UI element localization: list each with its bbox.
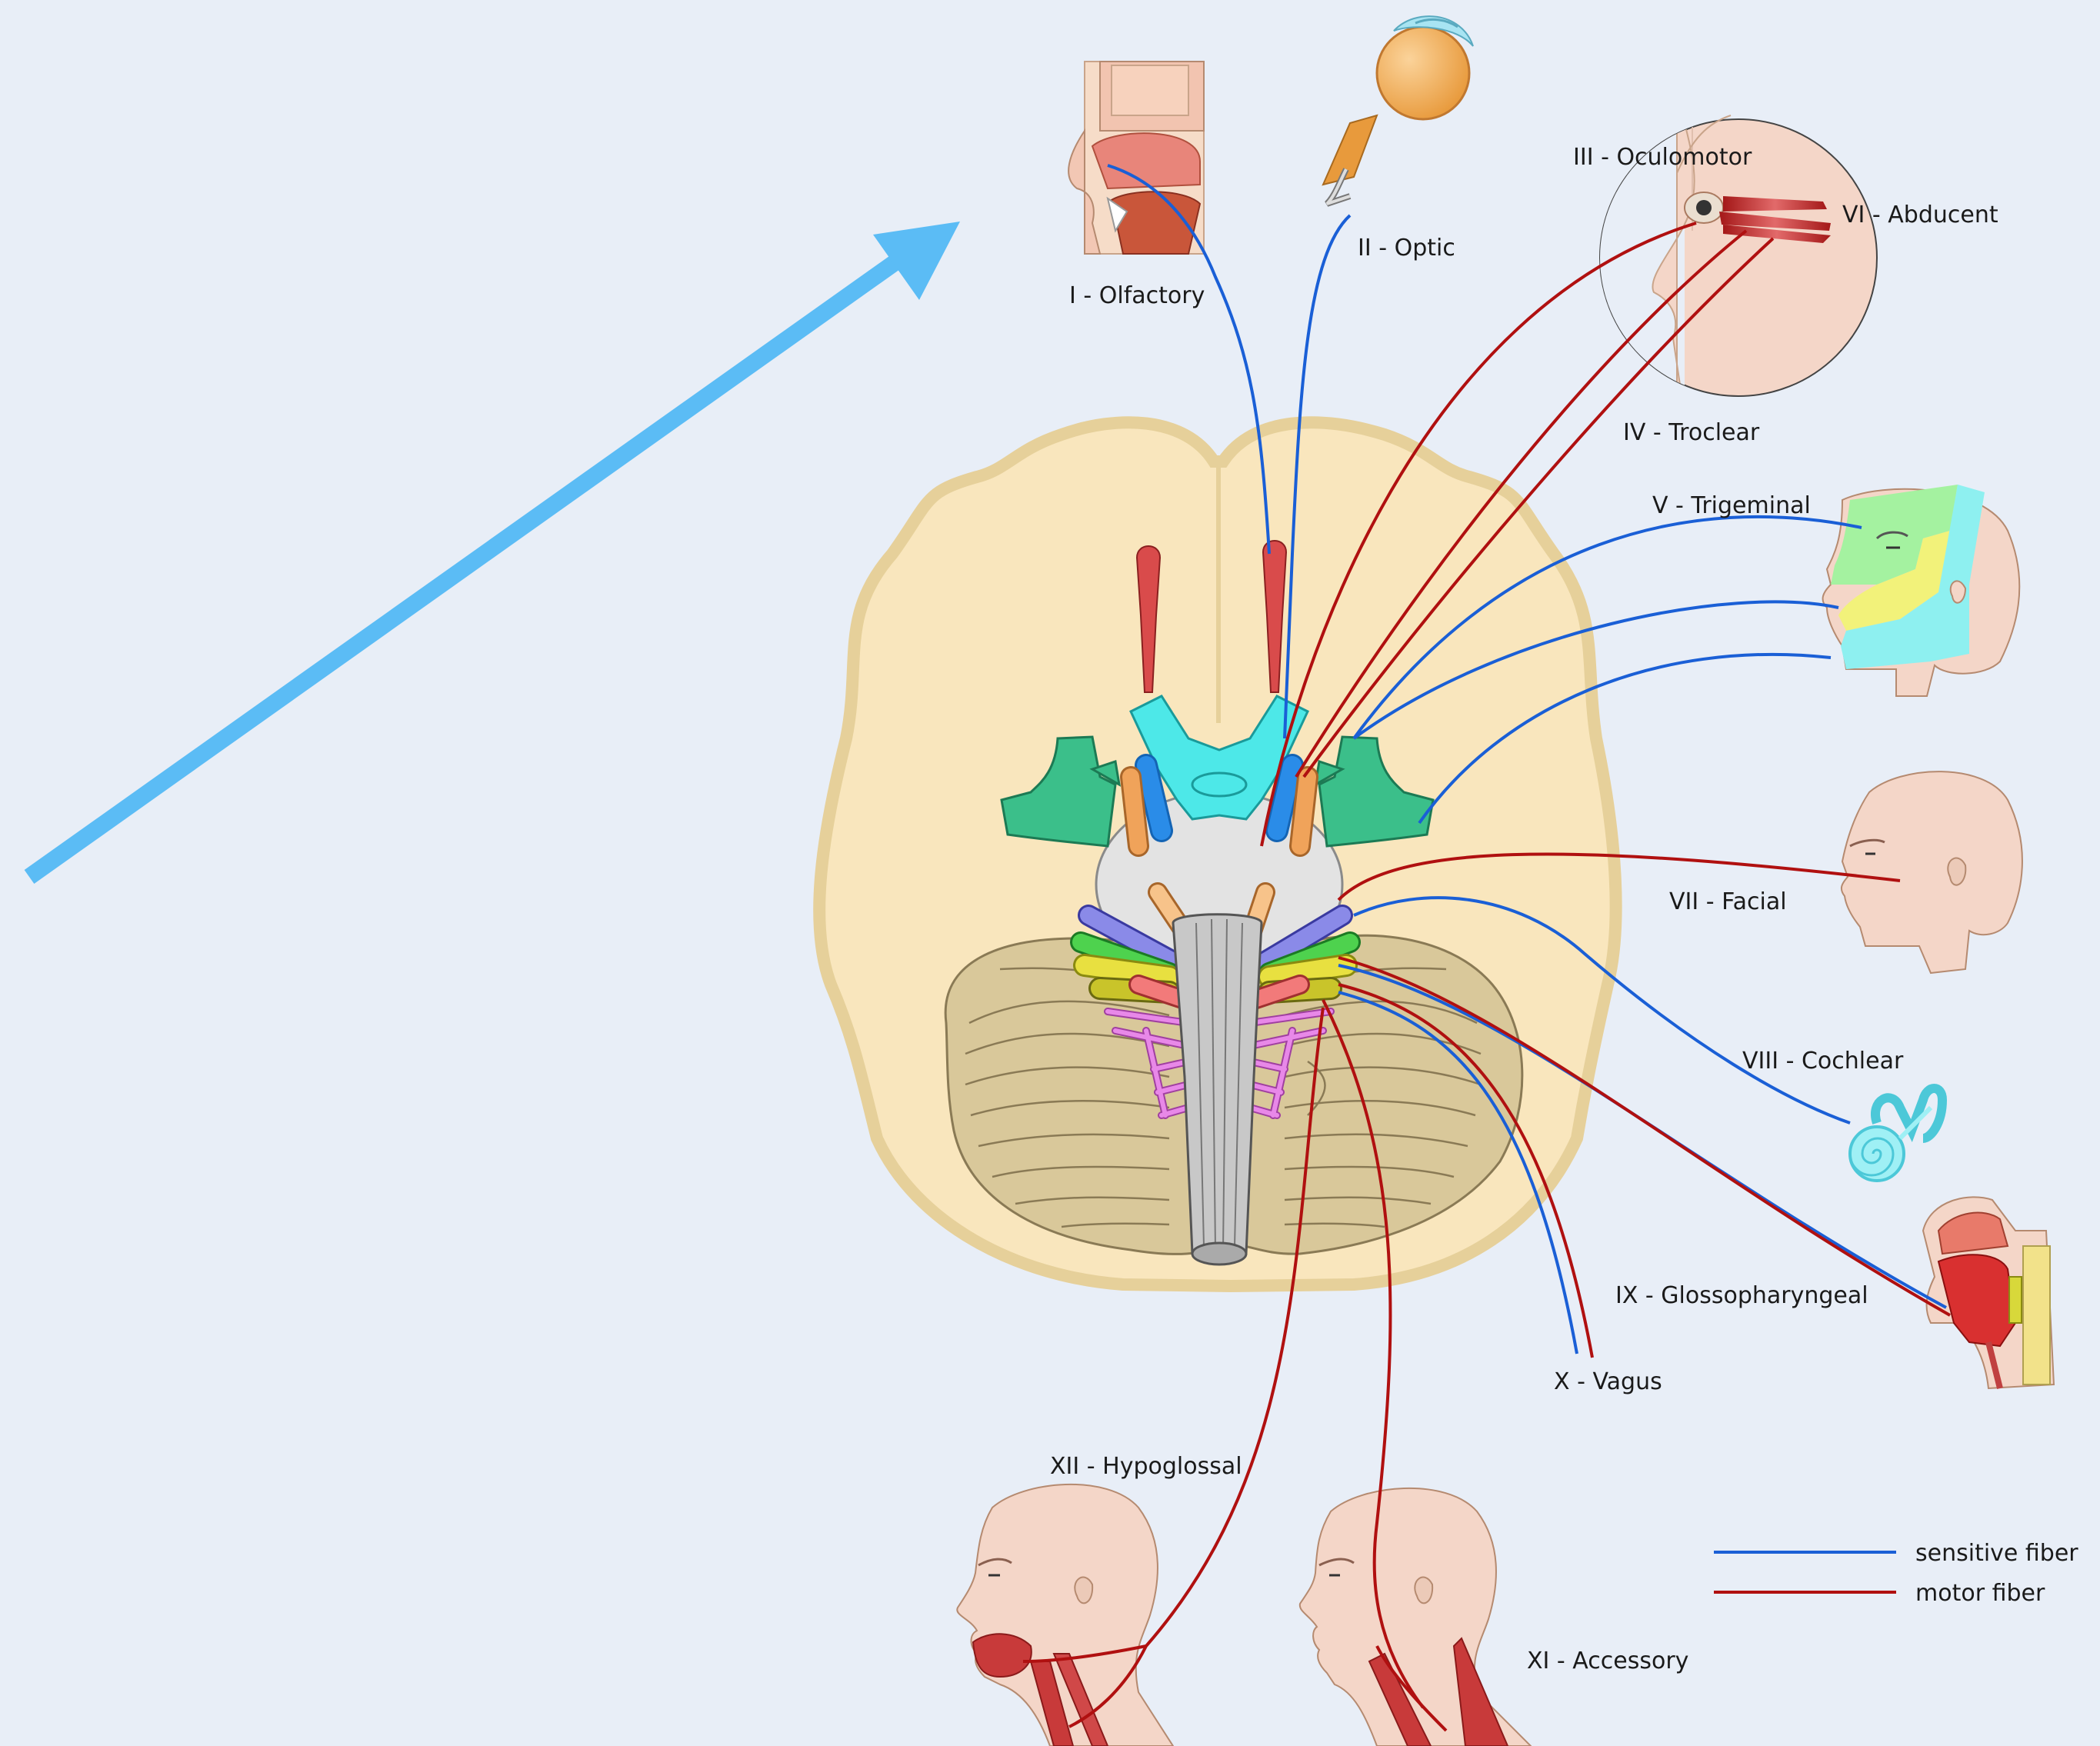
label-facial: VII - Facial [1669,891,1787,914]
label-accessory: XI - Accessory [1527,1650,1688,1673]
label-optic: II - Optic [1358,237,1455,260]
label-troclear: IV - Troclear [1623,422,1759,445]
cochlea-icon [1850,1088,1942,1181]
pointer-arrow [29,222,960,877]
face-trigeminal-icon [1823,485,2020,696]
label-trigeminal: V - Trigeminal [1652,495,1811,518]
label-abducent: VI - Abducent [1842,204,1998,227]
throat-cross-section-icon [1923,1197,2054,1388]
label-hypoglossal: XII - Hypoglossal [1050,1455,1242,1478]
nose-cross-section-icon [1068,62,1204,254]
label-olfactory: I - Olfactory [1069,285,1205,308]
legend-motor-label: motor fiber [1915,1580,2045,1607]
label-cochlear: VIII - Cochlear [1742,1050,1903,1073]
legend-sensitive-label: sensitive fiber [1915,1540,2078,1567]
eyeball-icon [1323,16,1473,204]
label-oculomotor: III - Oculomotor [1573,146,1752,169]
head-accessory-icon [1300,1488,1531,1746]
label-vagus: X - Vagus [1554,1371,1662,1394]
head-hypoglossal-icon [957,1484,1173,1746]
head-facial-icon [1842,771,2022,973]
label-glossopharyngeal: IX - Glossopharyngeal [1615,1285,1868,1308]
